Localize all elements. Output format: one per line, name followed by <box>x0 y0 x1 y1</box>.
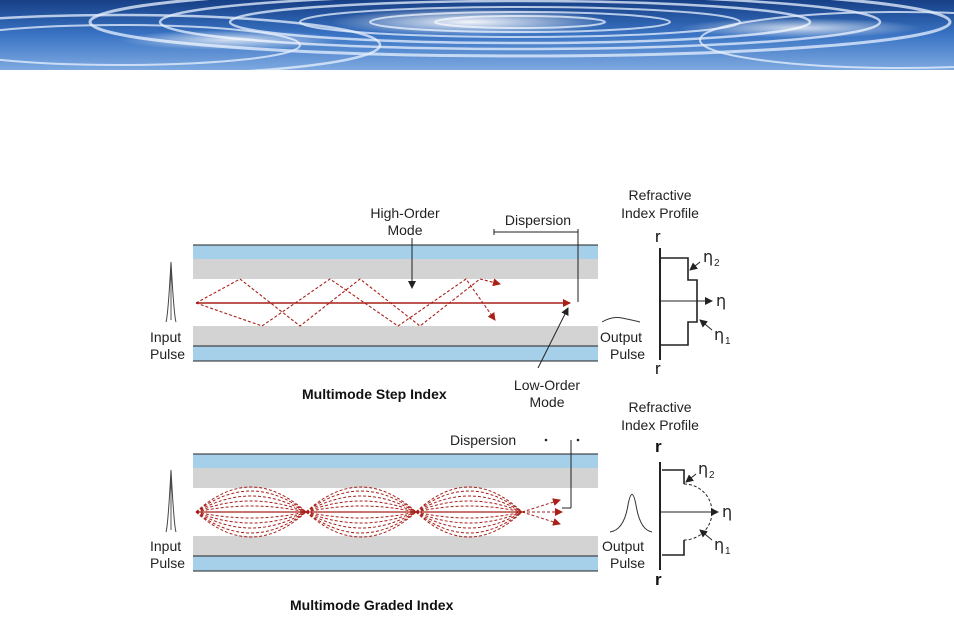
step-output-pulse <box>601 317 641 323</box>
top-cladding <box>193 245 598 259</box>
graded-dispersion-label: Dispersion <box>450 432 516 448</box>
dispersion-label: Dispersion <box>505 212 571 228</box>
graded-ray <box>305 511 417 538</box>
ripple-banner <box>0 0 954 70</box>
graded-profile-title-2: Index Profile <box>621 417 699 433</box>
graded-index-fiber <box>193 453 598 572</box>
step-input-label: Input <box>150 329 181 345</box>
graded-ray <box>305 500 417 513</box>
step-eta1: η <box>714 325 724 344</box>
graded-input-pulse <box>165 469 177 533</box>
graded-ray <box>415 511 523 538</box>
step-output-label-2: Pulse <box>610 346 645 362</box>
graded-ray <box>305 505 417 513</box>
top-cladding <box>193 454 598 468</box>
graded-ray <box>415 486 523 513</box>
graded-ray-tail <box>521 498 561 513</box>
graded-output-label: Output <box>602 538 644 554</box>
graded-ray <box>195 500 307 513</box>
step-index-rays <box>195 278 571 327</box>
graded-ray <box>305 490 417 513</box>
graded-ray <box>195 511 307 524</box>
step-eta2: η <box>703 247 713 266</box>
high-order-ray-2 <box>195 278 496 327</box>
graded-ray <box>305 511 417 524</box>
graded-ray <box>415 511 523 534</box>
step-r-top: r <box>655 227 661 246</box>
high-order-label-2: Mode <box>387 222 422 238</box>
graded-r-top: r <box>655 437 662 456</box>
graded-ray <box>305 486 417 513</box>
step-eta: η <box>716 291 726 310</box>
graded-ray-tail <box>521 511 561 526</box>
step-eta1-sub: 1 <box>725 336 731 347</box>
graded-ray <box>195 490 307 513</box>
graded-eta2: η <box>698 459 708 478</box>
graded-ray <box>415 490 523 513</box>
low-order-label-2: Mode <box>529 394 564 410</box>
step-input-label-2: Pulse <box>150 346 185 362</box>
graded-ray <box>415 505 523 513</box>
graded-ray <box>195 511 307 534</box>
graded-ray <box>415 511 523 529</box>
graded-ray <box>195 511 307 538</box>
graded-output-label-2: Pulse <box>610 555 645 571</box>
graded-input-label-2: Pulse <box>150 555 185 571</box>
graded-ray <box>195 486 307 513</box>
step-profile-title: Refractive <box>628 187 691 203</box>
graded-ray <box>415 495 523 513</box>
step-output-label: Output <box>600 329 642 345</box>
graded-eta2-sub: 2 <box>709 470 715 481</box>
step-r-bottom: r <box>655 359 661 378</box>
high-order-ray-1 <box>195 278 501 327</box>
graded-eta1-sub: 1 <box>725 546 731 557</box>
graded-ray <box>305 495 417 513</box>
step-eta2-sub: 2 <box>714 258 720 269</box>
graded-r-bottom: r <box>655 570 662 589</box>
graded-ray <box>305 511 417 529</box>
step-index-fiber <box>193 244 598 362</box>
graded-ray <box>305 511 417 534</box>
graded-ray <box>415 500 523 513</box>
graded-eta: η <box>722 502 732 521</box>
top-core-gray <box>193 259 598 279</box>
top-core-gray <box>193 468 598 488</box>
graded-ray <box>195 511 307 519</box>
graded-ray <box>415 511 523 524</box>
graded-index-rays <box>195 486 563 538</box>
step-index-profile <box>659 248 713 360</box>
graded-index-title: Multimode Graded Index <box>290 597 454 613</box>
graded-index-profile <box>659 462 719 570</box>
graded-ray <box>195 505 307 513</box>
high-order-label: High-Order <box>370 205 440 221</box>
bottom-core-gray <box>193 326 598 346</box>
step-index-title: Multimode Step Index <box>302 386 447 402</box>
graded-profile-title: Refractive <box>628 399 691 415</box>
bottom-core-gray <box>193 536 598 556</box>
low-order-label: Low-Order <box>514 377 580 393</box>
bottom-cladding <box>193 556 598 571</box>
graded-eta1: η <box>714 535 724 554</box>
graded-ray <box>195 511 307 529</box>
step-input-pulse <box>165 261 177 323</box>
step-profile-title-2: Index Profile <box>621 205 699 221</box>
graded-output-pulse <box>609 494 653 533</box>
low-order-pointer <box>537 307 569 369</box>
graded-ray <box>305 511 417 519</box>
graded-ray <box>415 511 523 519</box>
graded-ray <box>195 495 307 513</box>
bottom-cladding <box>193 346 598 361</box>
graded-input-label: Input <box>150 538 181 554</box>
